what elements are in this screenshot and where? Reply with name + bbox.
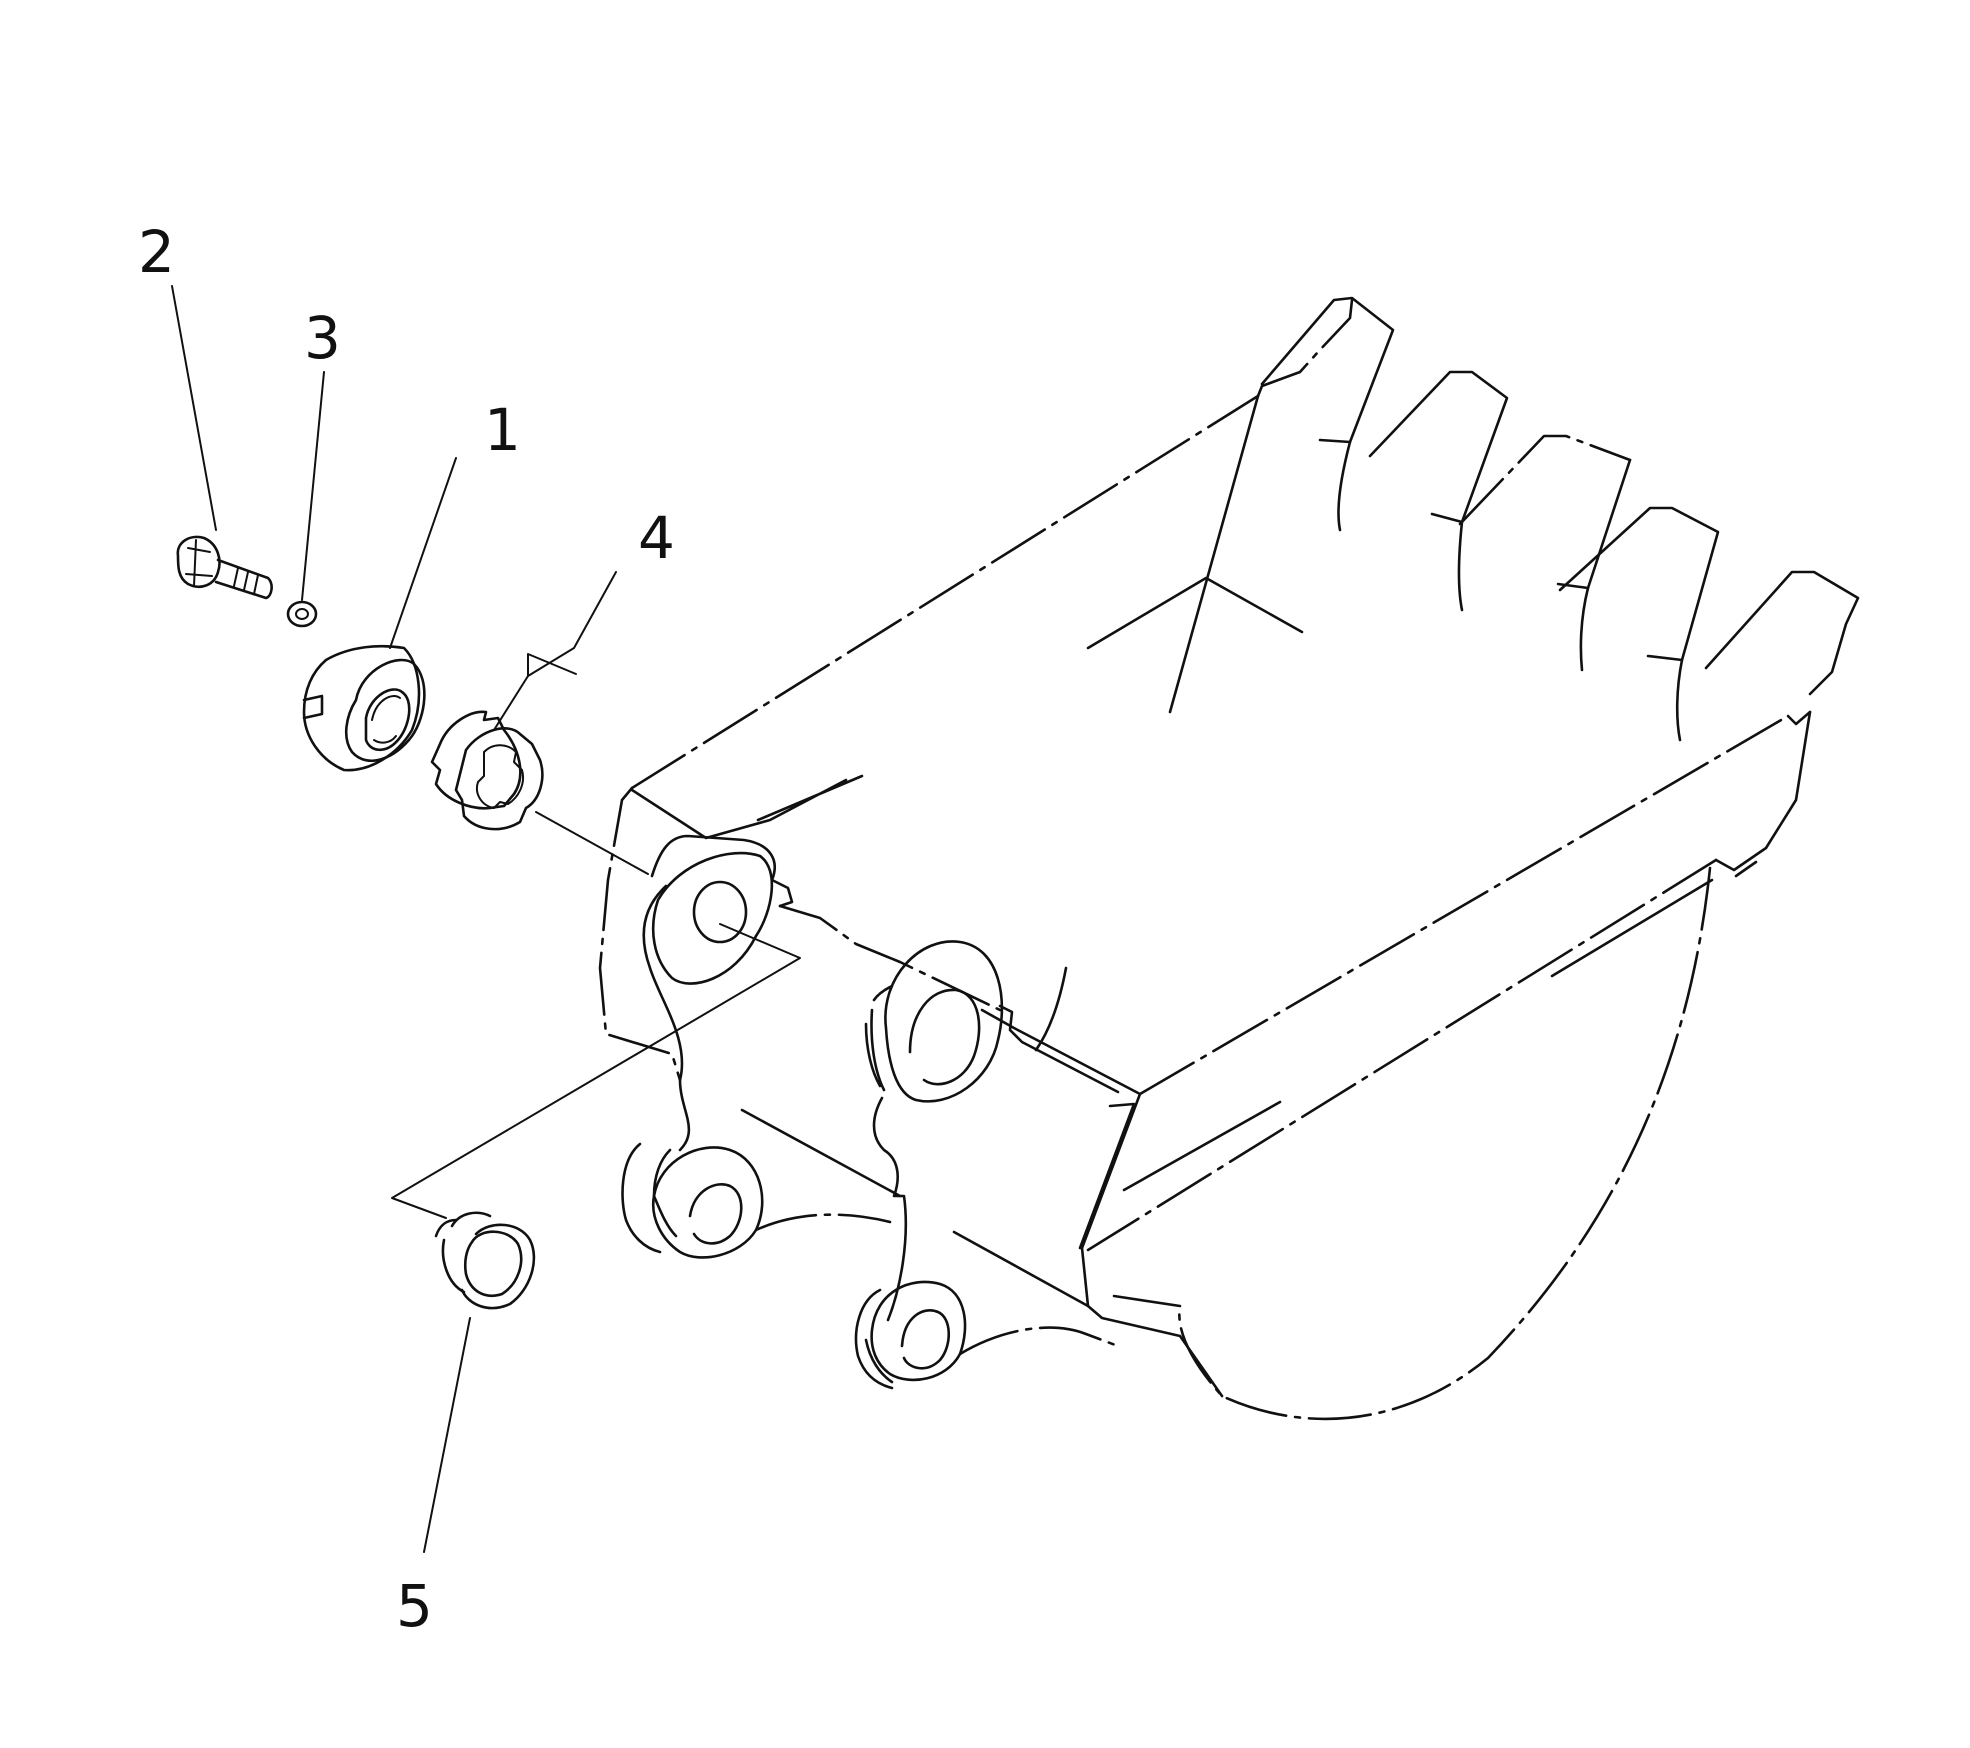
bucket-teeth-rim [1256,298,1354,398]
bolt-head [176,535,221,588]
leader-line-2 [171,285,217,531]
bucket-right-lower-edge [1086,858,1718,1252]
bucket-right-flange [1078,1102,1136,1250]
shim-part [430,710,544,831]
left-upper-boss-face [651,851,774,985]
tooth-3 [1458,434,1632,526]
right-upper-boss-lugs [998,1004,1120,1094]
leader-line-4b [527,653,577,677]
right-upper-boss-plate [872,1096,908,1322]
right-lower-boss-inner [900,1309,951,1370]
bolt-head-facets [185,539,213,587]
seal-ring-slot [302,694,324,720]
bucket-right-corner [1786,710,1812,726]
bolt-part [176,535,273,600]
left-lower-boss-outer [651,1146,764,1259]
leader-line-1 [389,457,457,649]
left-lower-boss-side [621,1142,678,1254]
callout-1: 1 [484,396,521,464]
shim-notches [476,744,524,809]
bucket [598,296,1860,1421]
bucket-left-frame [598,786,682,1082]
bucket-top-edge [630,394,1260,790]
bucket-right-upper-side [1714,710,1812,872]
assembly-line-upper [535,811,649,875]
callout-5: 5 [396,1572,433,1640]
bushing-part [434,1211,536,1310]
bucket-left-top [630,774,864,840]
tooth-4 [1558,506,1720,662]
bushing-body [434,1211,492,1294]
tooth-3-side [1556,458,1632,590]
bucket-front-edge [980,1008,1142,1096]
tooth-5 [1704,570,1860,696]
tooth-2 [1368,370,1509,524]
right-upper-boss-inner [908,988,981,1086]
callout-4: 4 [638,504,675,572]
seal-ring-bore-shade [371,695,401,744]
left-lower-boss-inner [688,1183,743,1245]
tooth-1 [1260,296,1395,444]
seal-ring-part [302,644,426,772]
shim-front [454,727,544,831]
seal-ring-front [344,658,426,762]
right-lower-boss-outer [870,1280,967,1382]
bolt-threads [233,567,259,595]
right-upper-boss-outer [884,940,1004,1103]
teeth-base-curves [1337,440,1684,742]
bucket-bottom-curve [1178,866,1712,1421]
leader-line-5 [423,1317,471,1553]
bucket-teeth [1260,296,1860,742]
bucket-rear-lines [1550,860,1758,978]
leader-line-3 [301,371,325,601]
bucket-right-top-edge [1138,714,1790,1096]
left-upper-boss-body [642,884,691,1152]
assembly-line-pin [391,923,801,1219]
leader-line-4 [493,571,617,731]
left-lower-boss-edge [754,1213,892,1232]
bucket-inner-corner [1086,394,1304,714]
right-lower-boss-side [854,1288,894,1390]
right-lower-boss-edge [958,1326,1120,1356]
seal-ring-outer [302,644,421,772]
bucket-front-face [1080,1092,1224,1398]
right-upper-boss-shade [864,984,894,1092]
seal-ring-bore [364,688,411,752]
bucket-mid-panel [740,966,1090,1308]
left-upper-boss-edge [778,904,1002,1012]
bushing-flange [460,1223,536,1310]
bushing-face [463,1230,523,1297]
bucket-front-lines [1112,1100,1282,1308]
left-upper-boss-hole [692,880,748,944]
callout-3: 3 [304,304,341,372]
callout-2: 2 [138,218,175,286]
bolt-shank [214,558,273,600]
washer-outer [286,600,318,628]
washer-part [286,600,318,628]
washer-inner [295,608,309,620]
shim-back [430,710,522,810]
